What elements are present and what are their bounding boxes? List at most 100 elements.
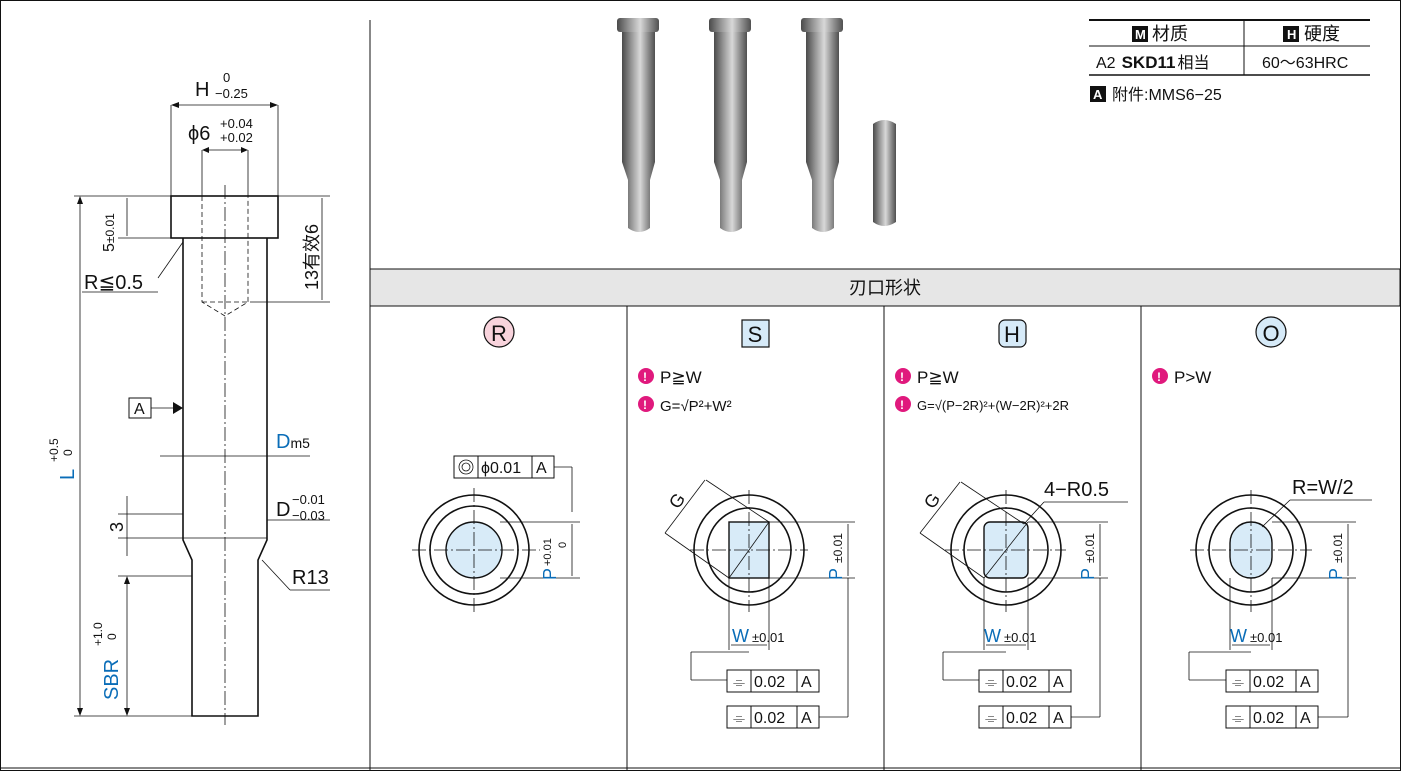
shape-panel-o: O ! P>W R=W/2 P ±0.01 W ±0.01 ⌯ 0.02 A ⌯ — [1152, 316, 1372, 729]
head-width-label: H — [195, 79, 209, 101]
bore-upper: +0.04 — [220, 116, 253, 131]
shape-code-r: R — [491, 321, 507, 346]
blade-upper: +1.0 — [91, 622, 105, 646]
condition-o: P>W — [1174, 368, 1211, 387]
svg-text:A: A — [536, 460, 547, 477]
svg-text:A: A — [801, 710, 812, 727]
tip-lower: −0.03 — [292, 508, 325, 523]
hardness-badge: H — [1287, 27, 1296, 42]
blade-len-label: SBR — [101, 659, 123, 700]
material-badge: M — [1135, 27, 1146, 42]
hardness-value: 60～63HRC — [1262, 55, 1348, 72]
section-header — [369, 268, 1401, 307]
svg-text:0.02: 0.02 — [1253, 710, 1284, 727]
svg-text:W: W — [984, 626, 1001, 646]
punch-photo-2 — [709, 18, 751, 232]
shape-panel-s: S ! P≧W ! G=√P²+W² G P ±0.01 W ±0.01 — [638, 319, 855, 729]
svg-text:±0.01: ±0.01 — [1331, 533, 1345, 563]
punch-photo-3 — [801, 18, 843, 232]
svg-text:±0.01: ±0.01 — [831, 533, 845, 563]
shape-code-s: S — [748, 322, 763, 347]
svg-text:W: W — [1230, 626, 1247, 646]
shape-panel-r: R ϕ0.01 A P +0.01 0 — [412, 316, 580, 612]
svg-text:±0.01: ±0.01 — [1004, 630, 1036, 645]
corner-radius-h: 4−R0.5 — [1044, 479, 1109, 501]
svg-text:⌯: ⌯ — [985, 710, 997, 727]
fillet-label: R13 — [292, 567, 329, 589]
hardness-header: 硬度 — [1304, 24, 1340, 44]
svg-text:A: A — [1053, 710, 1064, 727]
side-view: H 0 −0.25 ϕ6 +0.04 +0.02 5±0.01 R≦0.5 13… — [47, 70, 330, 725]
head-width-lower: −0.25 — [215, 86, 248, 101]
hidden-bore — [201, 196, 249, 317]
svg-text:!: ! — [643, 370, 647, 384]
shape-code-h: H — [1004, 322, 1020, 347]
tip-upper: −0.01 — [292, 492, 325, 507]
shape-code-o: O — [1262, 321, 1279, 346]
svg-text:0.02: 0.02 — [1006, 674, 1037, 691]
svg-text:⌯: ⌯ — [733, 674, 745, 691]
head-height-label: 5±0.01 — [101, 213, 118, 252]
svg-text:A: A — [1300, 674, 1311, 691]
svg-text:!: ! — [1157, 370, 1161, 384]
svg-text:±0.01: ±0.01 — [1250, 630, 1282, 645]
head-width-upper: 0 — [223, 70, 230, 85]
svg-text:+0.01: +0.01 — [542, 538, 554, 566]
blade-lower: 0 — [105, 633, 119, 640]
shape-panel-h: H ! P≧W ! G=√(P−2R)²+(W−2R)²+2R G 4−R0.5… — [895, 319, 1128, 729]
accessory-text: 附件:MMS6−25 — [1112, 86, 1222, 104]
formula-s: G=√P²+W² — [660, 398, 732, 415]
step-label: 3 — [107, 522, 127, 532]
svg-text:G: G — [665, 489, 689, 512]
svg-text:A: A — [1300, 710, 1311, 727]
svg-text:P: P — [826, 568, 846, 580]
svg-text:A: A — [801, 674, 812, 691]
svg-text:W: W — [732, 626, 749, 646]
condition-s: P≧W — [660, 368, 702, 387]
svg-text:G: G — [920, 489, 944, 512]
round-radius-o: R=W/2 — [1292, 477, 1354, 499]
condition-h: P≧W — [917, 368, 959, 387]
svg-text:0: 0 — [557, 542, 569, 548]
accessory-photo — [873, 120, 896, 226]
formula-h: G=√(P−2R)²+(W−2R)²+2R — [917, 398, 1069, 413]
section-title: 刃口形状 — [849, 278, 921, 298]
svg-text:0.02: 0.02 — [754, 710, 785, 727]
corner-radius-label: R≦0.5 — [84, 272, 143, 294]
datum-letter: A — [134, 401, 145, 418]
accessory-badge: A — [1093, 87, 1103, 102]
concentric-tol: ϕ0.01 — [481, 460, 521, 477]
length-label: L — [57, 469, 79, 480]
punch-head — [170, 195, 279, 239]
tip-dia-label: D — [276, 499, 290, 521]
svg-text:P: P — [1078, 568, 1098, 580]
svg-text:0.02: 0.02 — [754, 674, 785, 691]
bore-dia-label: ϕ6 — [188, 123, 210, 145]
shank-dia-label: Dm5 — [276, 431, 310, 453]
svg-text:!: ! — [643, 398, 647, 412]
svg-text:⌯: ⌯ — [1232, 674, 1244, 691]
svg-text:0.02: 0.02 — [1006, 710, 1037, 727]
svg-text:±0.01: ±0.01 — [752, 630, 784, 645]
effective-depth-label: 13有效6 — [302, 224, 322, 290]
length-upper: +0.5 — [47, 438, 61, 462]
svg-text:0.02: 0.02 — [1253, 674, 1284, 691]
bore-lower: +0.02 — [220, 130, 253, 145]
product-photo — [617, 18, 896, 232]
svg-text:⌯: ⌯ — [733, 710, 745, 727]
svg-text:±0.01: ±0.01 — [1083, 533, 1097, 563]
svg-text:⌯: ⌯ — [1232, 710, 1244, 727]
material-header: 材质 — [1152, 24, 1188, 44]
svg-text:A: A — [1053, 674, 1064, 691]
punch-photo-1 — [617, 18, 659, 232]
p-dim-r: P — [540, 568, 560, 580]
svg-text:!: ! — [900, 370, 904, 384]
svg-text:!: ! — [900, 398, 904, 412]
svg-text:P: P — [1326, 568, 1346, 580]
svg-text:⌯: ⌯ — [985, 674, 997, 691]
length-lower: 0 — [61, 449, 75, 456]
